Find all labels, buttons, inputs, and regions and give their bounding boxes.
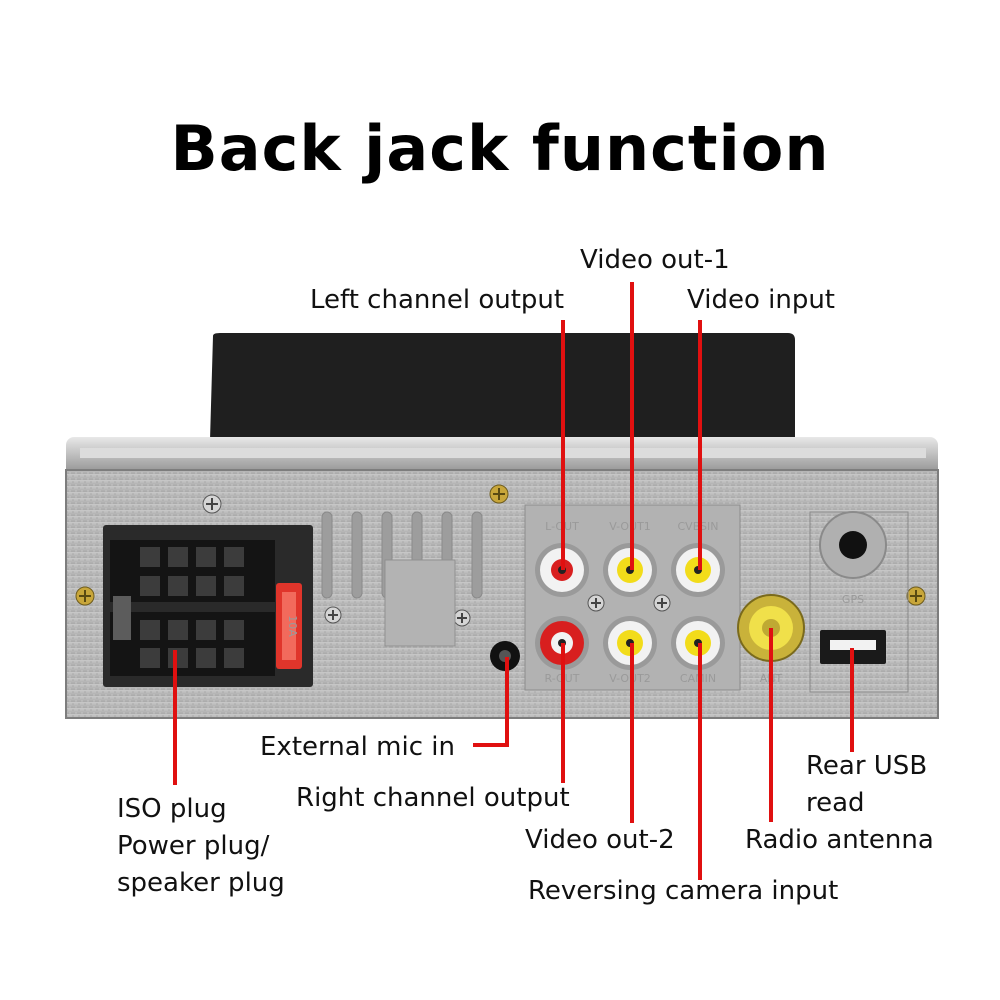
label-video-out-2: Video out-2 [525, 825, 675, 855]
label-speaker-plug: speaker plug [117, 868, 285, 898]
leader-lines [173, 282, 854, 880]
label-right-channel-output: Right channel output [296, 783, 570, 813]
label-video-input: Video input [687, 285, 835, 315]
vent-slots [321, 511, 483, 647]
label-video-out-1: Video out-1 [580, 245, 730, 275]
label-iso-plug: ISO plug [117, 794, 227, 824]
jack-camera-in [671, 616, 725, 670]
screw-icon [653, 594, 671, 612]
gps-port [819, 511, 887, 579]
top-plate [210, 333, 795, 440]
label-left-channel-output: Left channel output [310, 285, 565, 315]
label-power-plug: Power plug/ [117, 831, 270, 861]
fuse-rating: 10A [286, 615, 299, 637]
screw-icon [202, 494, 222, 514]
screw-icon [587, 594, 605, 612]
label-rear-usb: Rear USB [806, 751, 928, 781]
screw-icon [489, 484, 509, 504]
label-reversing-camera-input: Reversing camera input [528, 876, 839, 906]
iso-connector [103, 525, 313, 687]
leader-mic [473, 657, 509, 747]
screw-icon [906, 586, 926, 606]
label-radio-antenna: Radio antenna [745, 825, 934, 855]
usb-port [820, 630, 886, 664]
screw-icon [453, 609, 471, 627]
label-usb-read: read [806, 788, 865, 818]
gps-mark: GPS [842, 593, 864, 606]
label-external-mic-in: External mic in [260, 732, 455, 762]
screw-icon [75, 586, 95, 606]
page-title: Back jack function [170, 112, 830, 185]
fuse: 10A [276, 583, 302, 669]
screw-icon [324, 606, 342, 624]
